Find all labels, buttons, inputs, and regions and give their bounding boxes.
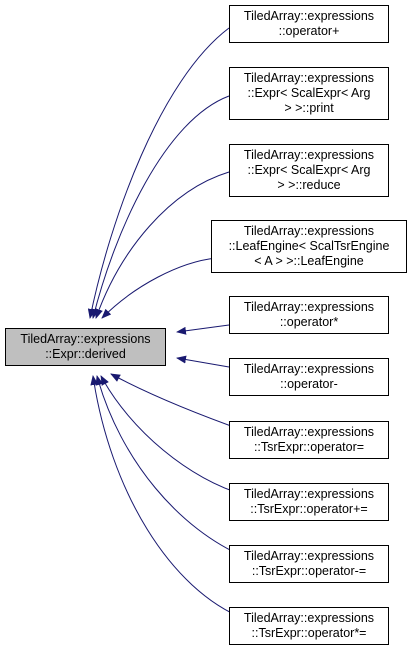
node-line: ::Expr< ScalExpr< Arg [247,86,371,100]
target-node-tsrexpr-minus-assign[interactable]: TiledArray::expressions ::TsrExpr::opera… [229,545,389,583]
target-node-tsrexpr-times-assign[interactable]: TiledArray::expressions ::TsrExpr::opera… [229,607,389,645]
node-line: TiledArray::expressions [243,487,375,501]
target-node-scalexpr-reduce[interactable]: TiledArray::expressions ::Expr< ScalExpr… [229,144,389,197]
node-line: ::operator+ [278,24,340,38]
edge-to-target-9 [95,375,246,558]
target-node-scalexpr-print[interactable]: TiledArray::expressions ::Expr< ScalExpr… [229,67,389,120]
node-line: ::Expr< ScalExpr< Arg [247,163,371,177]
edge-to-target-1 [87,27,230,319]
node-line: ::TsrExpr::operator= [253,440,365,454]
node-line: TiledArray::expressions [243,71,375,85]
node-line: TiledArray::expressions [243,549,375,563]
node-line: TiledArray::expressions [243,425,375,439]
edge-to-target-7 [110,373,246,432]
edge-to-target-5 [176,324,230,335]
node-line: TiledArray::expressions [243,9,375,23]
edge-to-target-6 [176,355,230,368]
target-node-tsrexpr-plus-assign[interactable]: TiledArray::expressions ::TsrExpr::opera… [229,483,389,521]
node-line: TiledArray::expressions [243,224,375,238]
edge-to-target-8 [100,375,246,496]
target-node-operator-minus[interactable]: TiledArray::expressions ::operator- [229,358,389,396]
node-line: ::operator* [279,315,339,329]
node-line: TiledArray::expressions [243,362,375,376]
target-node-tsrexpr-assign[interactable]: TiledArray::expressions ::TsrExpr::opera… [229,421,389,459]
target-node-operator-plus[interactable]: TiledArray::expressions ::operator+ [229,5,389,43]
target-node-operator-star[interactable]: TiledArray::expressions ::operator* [229,296,389,334]
node-line: > >::print [284,101,334,115]
edge-to-target-3 [95,171,230,319]
node-line: ::operator- [280,377,338,391]
node-line: ::TsrExpr::operator-= [251,564,367,578]
edge-to-target-2 [91,95,230,319]
node-line: < A > >::LeafEngine [254,254,364,268]
node-line: TiledArray::expressions [243,300,375,314]
node-line: ::TsrExpr::operator*= [251,626,367,640]
source-node-expr-derived: TiledArray::expressions ::Expr::derived [5,328,166,366]
target-node-leafengine[interactable]: TiledArray::expressions ::LeafEngine< Sc… [211,220,407,273]
node-line: TiledArray::expressions [243,611,375,625]
node-line: TiledArray::expressions [243,148,375,162]
node-line: > >::reduce [277,178,341,192]
node-line: ::TsrExpr::operator+= [250,502,368,516]
node-line: ::LeafEngine< ScalTsrEngine [228,239,390,253]
edge-to-target-4 [101,257,217,319]
source-node-line-1: TiledArray::expressions [20,332,151,346]
source-node-line-2: ::Expr::derived [45,347,126,361]
edge-to-target-10 [90,375,246,620]
